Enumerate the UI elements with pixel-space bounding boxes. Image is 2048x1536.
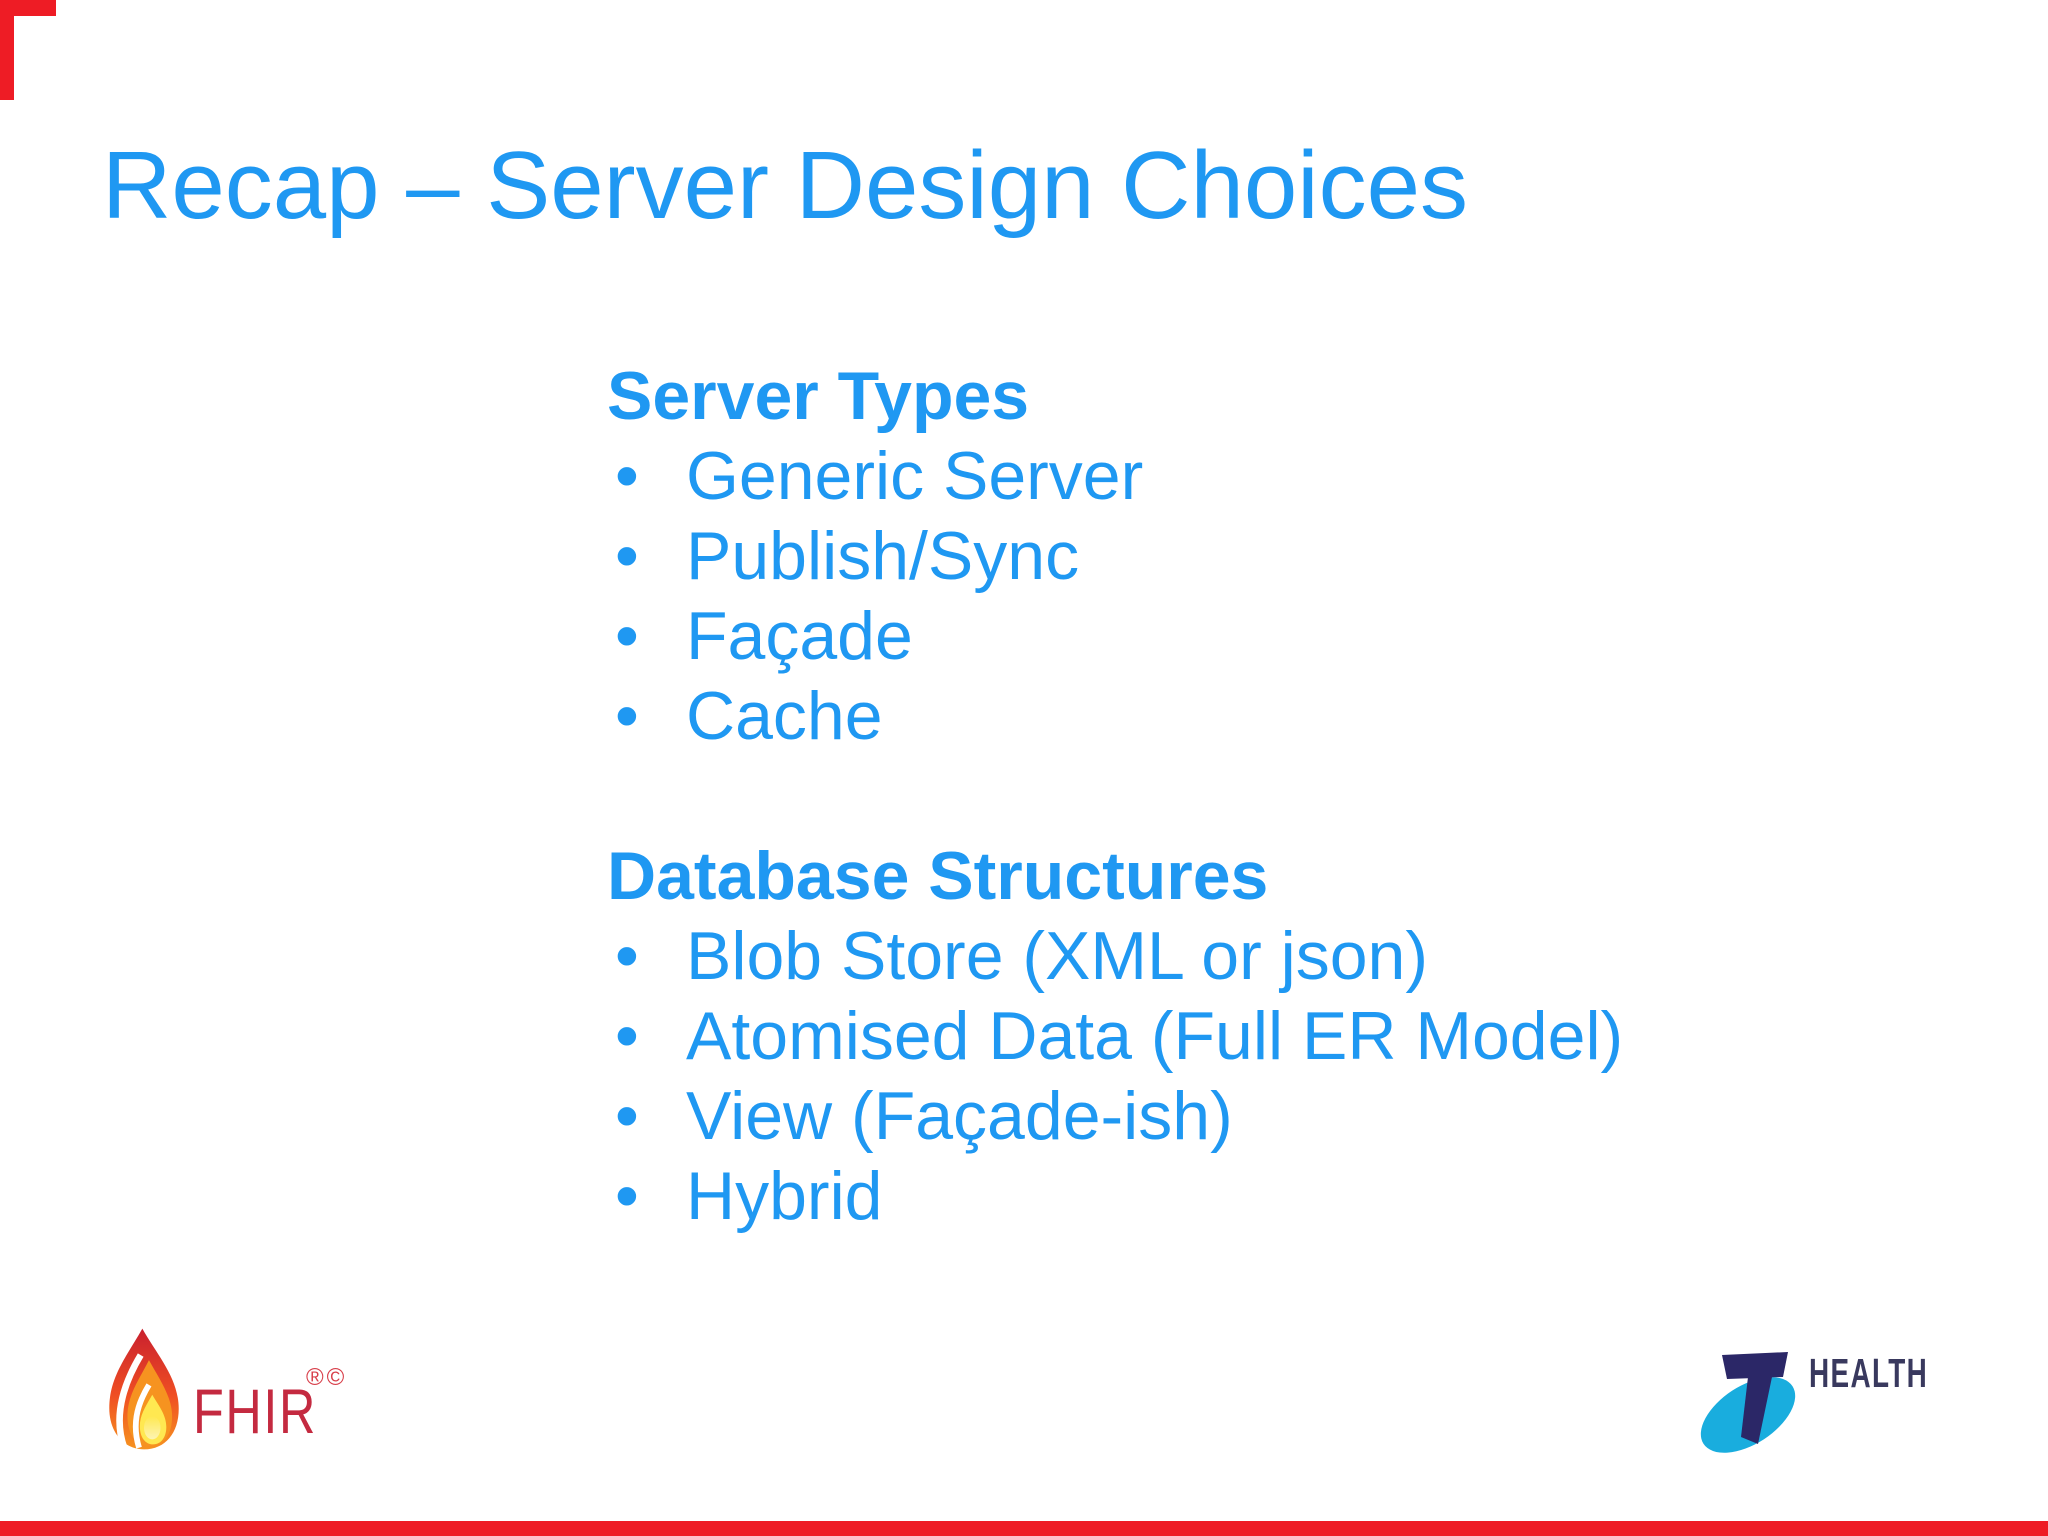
bullet-text: Atomised Data (Full ER Model) xyxy=(686,998,1624,1074)
bullet-line: • Blob Store (XML or json) xyxy=(607,916,1623,996)
bullet-line: • Hybrid xyxy=(607,1156,1623,1236)
section-heading-database-structures: Database Structures xyxy=(607,838,1269,914)
telstra-health-logo: HEALTH xyxy=(1698,1340,2038,1470)
bullet-text: Publish/Sync xyxy=(686,518,1080,594)
bullet-dot-icon: • xyxy=(615,518,639,594)
bullet-line: • Atomised Data (Full ER Model) xyxy=(607,996,1623,1076)
slide-body: Server Types • Generic Server • Publish/Sy… xyxy=(607,356,1623,1236)
red-edge-accent-bottom xyxy=(0,1521,2048,1536)
bullet-dot-icon: • xyxy=(615,678,639,754)
telstra-t-icon xyxy=(1700,1352,1796,1453)
bullet-dot-icon: • xyxy=(615,1158,639,1234)
bullet-text: Cache xyxy=(686,678,883,754)
telstra-health-label: HEALTH xyxy=(1809,1350,1929,1396)
bullet-line: • Cache xyxy=(607,676,1623,756)
bullet-text: Hybrid xyxy=(686,1158,883,1234)
bullet-text: Generic Server xyxy=(686,438,1144,514)
section-gap xyxy=(607,756,1623,836)
bullet-line: • Publish/Sync xyxy=(607,516,1623,596)
bullet-dot-icon: • xyxy=(615,598,639,674)
fhir-flame-icon xyxy=(109,1328,179,1450)
fhir-logo-text: FHIR xyxy=(193,1377,317,1447)
bullet-text: Façade xyxy=(686,598,913,674)
red-edge-accent-left xyxy=(0,0,14,100)
bullet-line: • Generic Server xyxy=(607,436,1623,516)
fhir-logo: FHIR ®© xyxy=(100,1326,400,1466)
fhir-trademark-symbols: ®© xyxy=(306,1364,348,1391)
red-edge-accent-top xyxy=(0,0,56,16)
bullet-line: • View (Façade-ish) xyxy=(607,1076,1623,1156)
slide-title: Recap – Server Design Choices xyxy=(102,132,1468,239)
bullet-dot-icon: • xyxy=(615,1078,639,1154)
section-heading-server-types: Server Types xyxy=(607,358,1030,434)
bullet-dot-icon: • xyxy=(615,998,639,1074)
bullet-dot-icon: • xyxy=(615,438,639,514)
bullet-text: Blob Store (XML or json) xyxy=(686,918,1428,994)
bullet-text: View (Façade-ish) xyxy=(686,1078,1233,1154)
bullet-dot-icon: • xyxy=(615,918,639,994)
bullet-line: • Façade xyxy=(607,596,1623,676)
